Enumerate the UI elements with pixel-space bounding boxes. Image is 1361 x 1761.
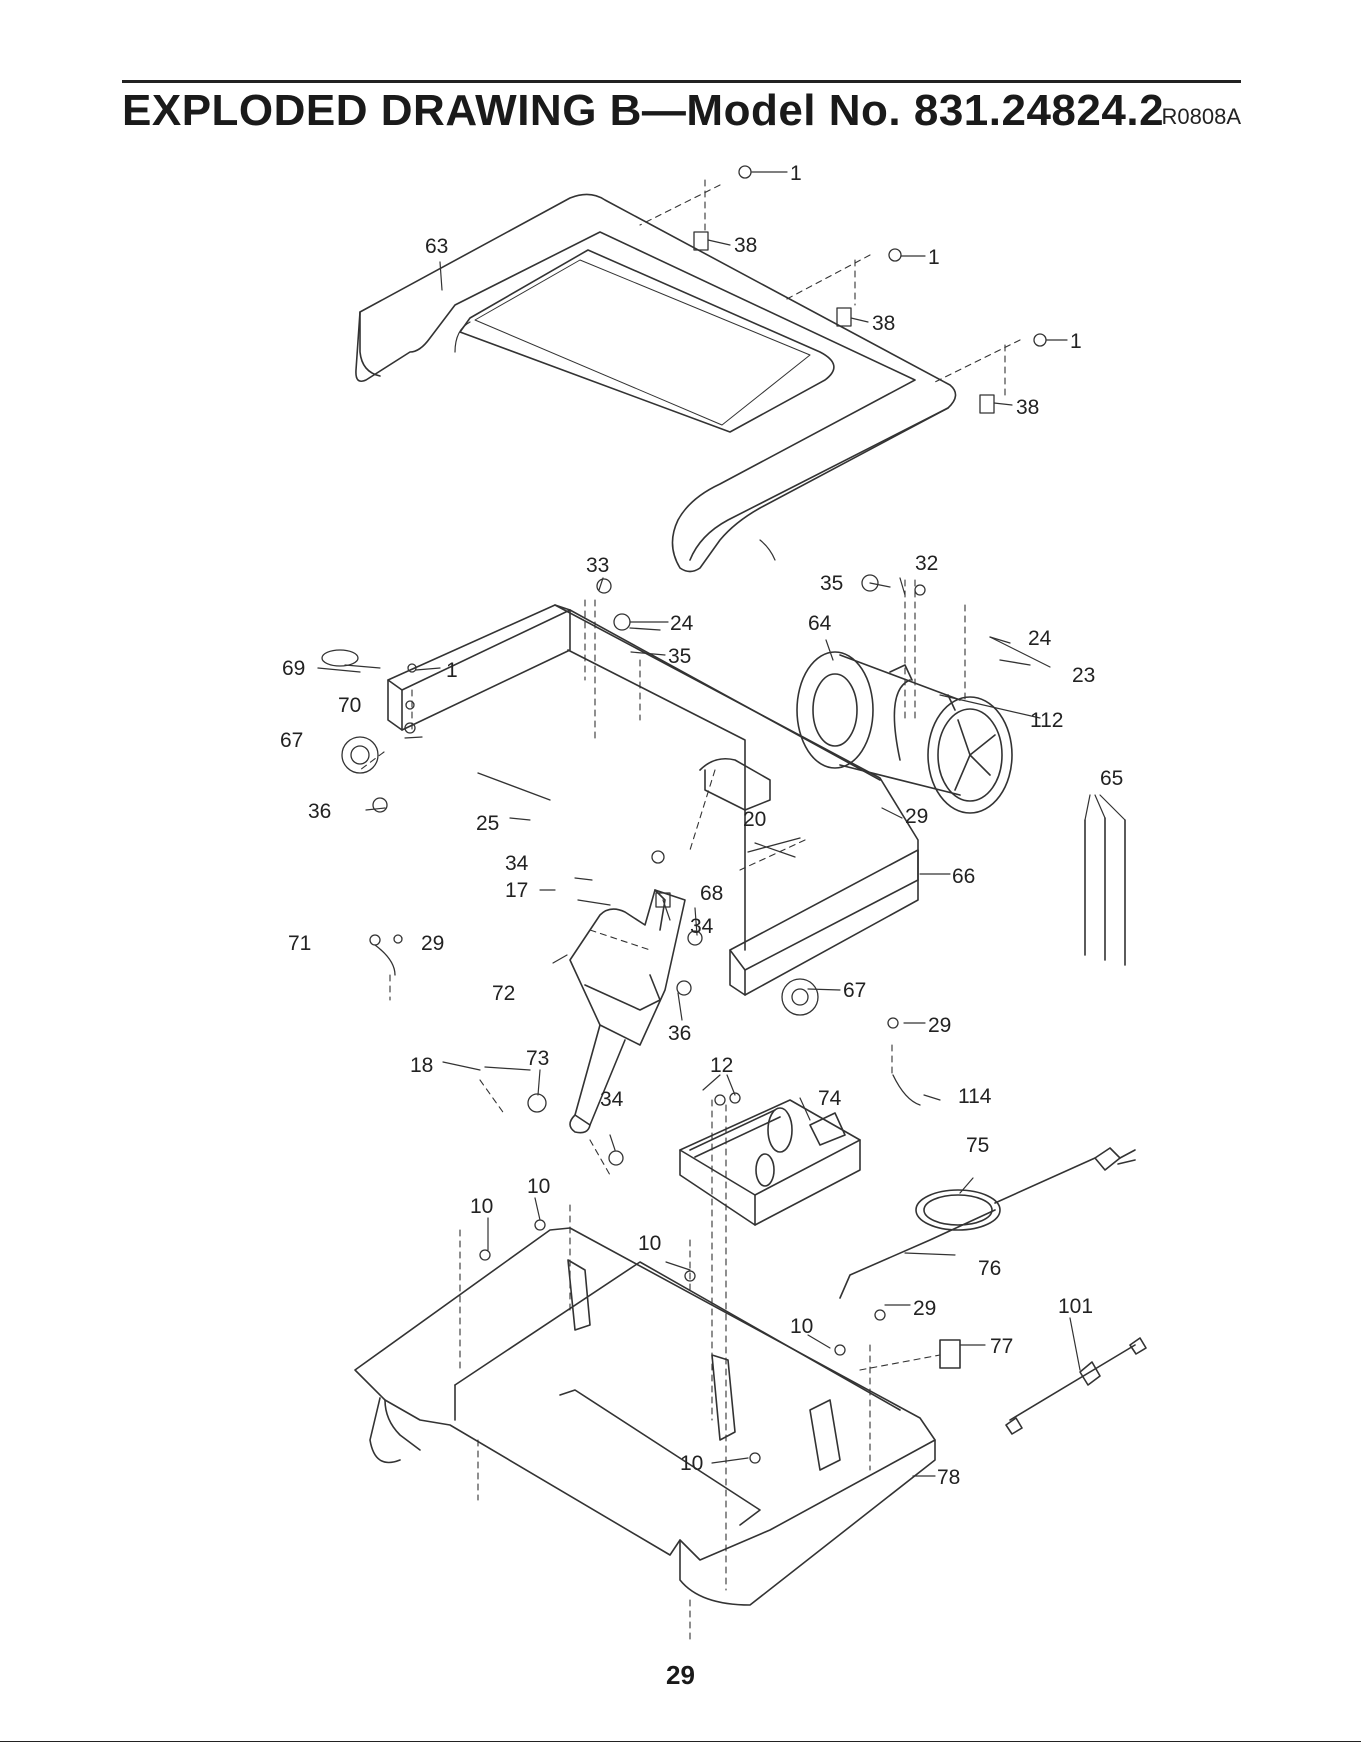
callout-66: 66: [952, 865, 975, 888]
callout-69: 69: [282, 657, 305, 680]
page-number: 29: [0, 1660, 1361, 1691]
callout-35: 35: [668, 645, 691, 668]
fastener-symbols: [318, 166, 1046, 1463]
callout-64: 64: [808, 612, 832, 635]
part-ties: [1085, 818, 1125, 965]
callout-numbers: 1 38 63 1 38 1 38 33 24 35 35 32 64 24 2…: [280, 162, 1123, 1489]
callout-34: 34: [600, 1088, 624, 1111]
part-controller: [680, 1100, 860, 1225]
callout-67: 67: [280, 729, 303, 752]
callout-23: 23: [1072, 664, 1095, 687]
callout-34: 34: [505, 852, 529, 875]
callout-32: 32: [915, 552, 938, 575]
callout-38: 38: [872, 312, 895, 335]
callout-36: 36: [308, 800, 331, 823]
part-incline-motor: [570, 890, 685, 1133]
callout-72: 72: [492, 982, 515, 1005]
callout-73: 73: [526, 1047, 549, 1070]
callout-1: 1: [790, 162, 802, 185]
callout-63: 63: [425, 235, 448, 258]
part-wire-harness: [1006, 1338, 1146, 1434]
callout-71: 71: [288, 932, 311, 955]
callout-29: 29: [421, 932, 444, 955]
leader-lines: [345, 172, 1125, 1476]
callout-10: 10: [527, 1175, 550, 1198]
callout-70: 70: [338, 694, 361, 717]
part-motor-hood-base: [355, 1228, 935, 1605]
callout-29: 29: [913, 1297, 936, 1320]
callout-29: 29: [928, 1014, 951, 1037]
callout-101: 101: [1058, 1295, 1093, 1318]
callout-10: 10: [790, 1315, 813, 1338]
callout-114: 114: [958, 1085, 992, 1108]
callout-65: 65: [1100, 767, 1123, 790]
part-frame: [388, 605, 918, 995]
callout-10: 10: [638, 1232, 661, 1255]
callout-33: 33: [586, 554, 609, 577]
assembly-lines: [360, 180, 1020, 1640]
callout-35: 35: [820, 572, 843, 595]
part-77: [940, 1340, 960, 1368]
callout-10: 10: [470, 1195, 493, 1218]
callout-24: 24: [1028, 627, 1052, 650]
callout-34: 34: [690, 915, 714, 938]
callout-17: 17: [505, 879, 528, 902]
callout-74: 74: [818, 1087, 842, 1110]
callout-24: 24: [670, 612, 694, 635]
callout-68: 68: [700, 882, 723, 905]
callout-38: 38: [734, 234, 757, 257]
callout-20: 20: [743, 808, 766, 831]
callout-1: 1: [446, 659, 458, 682]
footer-rule: [0, 1741, 1361, 1742]
callout-77: 77: [990, 1335, 1013, 1358]
callout-25: 25: [476, 812, 499, 835]
callout-1: 1: [1070, 330, 1082, 353]
callout-10: 10: [680, 1452, 703, 1475]
callout-76: 76: [978, 1257, 1001, 1280]
callout-78: 78: [937, 1466, 960, 1489]
callout-12: 12: [710, 1054, 733, 1077]
callout-18: 18: [410, 1054, 433, 1077]
callout-29: 29: [905, 805, 928, 828]
callout-67: 67: [843, 979, 866, 1002]
callout-36: 36: [668, 1022, 691, 1045]
part-motor: [797, 652, 1012, 813]
callout-75: 75: [966, 1134, 989, 1157]
callout-1: 1: [928, 246, 940, 269]
callout-112: 112: [1030, 709, 1063, 732]
callout-38: 38: [1016, 396, 1039, 419]
